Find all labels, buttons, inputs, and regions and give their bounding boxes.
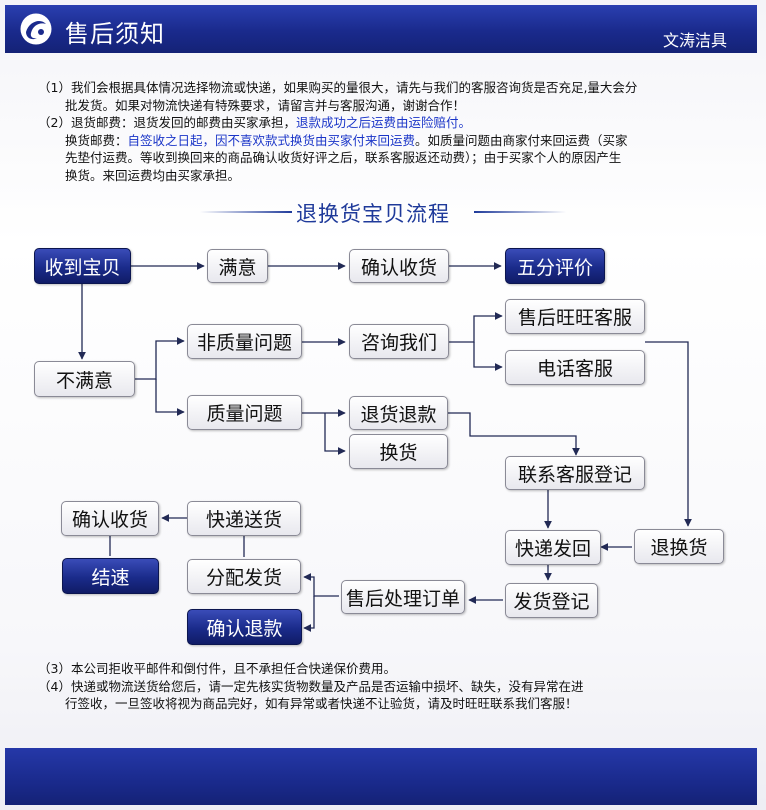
note-segment: 退款成功之后运费由运险赔付。 [295,115,471,130]
node-ship-register: 发货登记 [505,583,598,618]
note-segment: 自签收之日起，因不喜欢款式换货由买家付来回运费 [127,132,416,148]
node-five-star: 五分评价 [505,248,605,284]
note-line: 换货邮费：自签收之日起，因不喜欢款式换货由买家付来回运费。如质量问题由商家付来回… [38,132,728,150]
note-line: （3）本公司拒收平邮件和倒付件，且不承担任合快递保价费用。 [38,661,396,676]
node-express-delivery: 快递送货 [187,501,301,536]
header-bar: 售后须知 文涛洁具 [5,5,757,53]
notes-top: （1）我们会根据具体情况选择物流或快递，如果购买的量很大，请先与我们的客服咨询货… [38,79,728,184]
note-line: （1）我们会根据具体情况选择物流或快递，如果购买的量很大，请先与我们的客服咨询货… [38,80,638,95]
node-return-refund: 退货退款 [349,396,448,430]
node-satisfied: 满意 [207,249,268,283]
node-process-order: 售后处理订单 [341,580,465,614]
node-exchange: 换货 [349,434,448,469]
note-line: （4）快递或物流送货给您后，请一定先核实货物数量及产品是否运输中损坏、缺失，没有… [38,678,584,694]
notes-bottom: （3）本公司拒收平邮件和倒付件，且不承担任合快递保价费用。 （4）快递或物流送货给… [38,660,728,713]
note-line: 行签收，一旦签收将视为商品完好，如有异常或者快递不让验货，请及时旺旺联系我们客服… [65,696,578,711]
note-line: 先垫付运费。等收到换回来的商品确认收货好评之后，联系客服返还动费）；由于买家个人… [65,150,622,165]
node-wangwang-service: 售后旺旺客服 [505,299,645,334]
note-segment: （2）退货邮费：退货发回的邮费由买家承担， [38,115,296,130]
node-unsatisfied: 不满意 [34,361,135,397]
note-line: （2）退货邮费：退货发回的邮费由买家承担，退款成功之后运费由运险赔付。 [38,114,728,132]
node-express-back: 快递发回 [505,530,601,565]
node-contact-register: 联系客服登记 [505,456,645,490]
note-line: 换货。来回运费均由买家承担。 [65,167,241,183]
title-line-left [200,211,292,213]
node-return-exchange: 退换货 [634,529,724,564]
node-confirm-receipt-top: 确认收货 [349,249,449,283]
flow-title: 退换货宝贝流程 [296,202,450,226]
note-line: 批发货。如果对物流快递有特殊要求，请留言并与客服沟通，谢谢合作！ [65,97,466,113]
node-confirm-refund: 确认退款 [187,609,302,645]
note-segment: 。如质量问题由商家付来回运费（买家 [415,132,628,148]
title-line-right [474,211,566,213]
page-title: 售后须知 [65,20,165,48]
note-segment: 换货邮费： [65,132,128,148]
node-non-quality: 非质量问题 [187,324,302,359]
node-quality-issue: 质量问题 [187,395,302,430]
node-settled: 结速 [62,558,159,594]
node-received: 收到宝贝 [34,248,131,284]
node-phone-service: 电话客服 [505,350,645,385]
node-allocate-ship: 分配发货 [187,559,301,594]
footer-bar [5,748,757,805]
node-consult-us: 咨询我们 [349,324,449,359]
node-confirm-receipt-bottom: 确认收货 [61,501,159,536]
brand-name: 文涛洁具 [662,31,727,50]
logo-icon [20,13,52,45]
